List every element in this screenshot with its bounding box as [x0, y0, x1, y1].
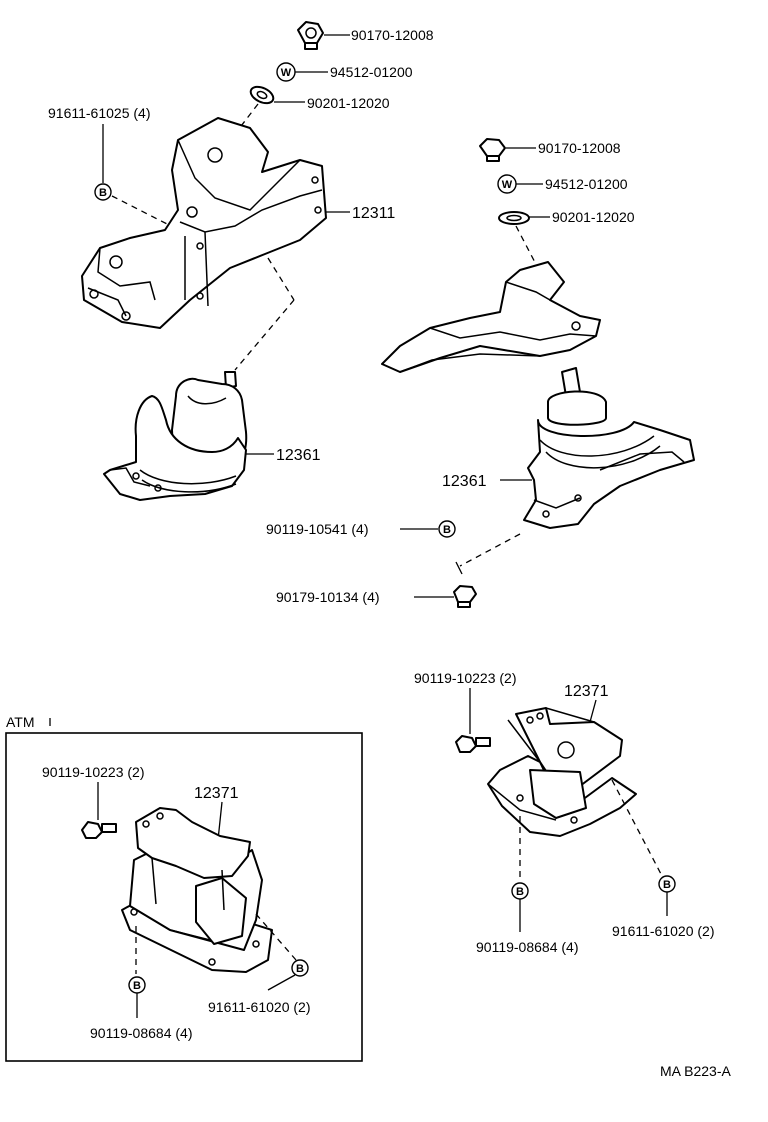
spacer-top-left [249, 85, 275, 105]
label-bolt-insulator: 90119-10541 (4) [266, 521, 368, 537]
rear-bolt-atm [81, 821, 117, 839]
label-rear-lower-bolt-right: 90119-08684 (4) [476, 939, 578, 955]
label-washer-top-right: 94512-01200 [545, 176, 628, 192]
label-washer-top-left: 94512-01200 [330, 64, 413, 80]
rear-mount-atm [121, 807, 273, 973]
nut-insulator [453, 585, 477, 608]
bolt-marker-rear-side-right-icon: B [658, 875, 676, 893]
spacer-top-right [498, 211, 530, 225]
label-nut-insulator: 90179-10134 (4) [276, 589, 380, 605]
nut-top-right [479, 138, 506, 162]
label-bolt-bracket-left: 91611-61025 (4) [48, 105, 150, 121]
nut-top-left [297, 21, 324, 50]
figure-code: MA B223-A [660, 1063, 731, 1079]
bolt-marker-bracket-left-icon: B [94, 183, 112, 201]
rear-mount-right [487, 707, 637, 837]
svg-text:B: B [99, 187, 107, 199]
label-rear-bolt-right: 90119-10223 (2) [414, 670, 516, 686]
label-nut-top-left: 90170-12008 [351, 27, 434, 43]
label-rear-mount-atm: 12371 [194, 785, 239, 802]
svg-text:B: B [443, 524, 451, 536]
label-rear-lower-bolt-atm: 90119-08684 (4) [90, 1025, 192, 1041]
svg-text:W: W [502, 179, 513, 191]
rear-bolt-right [455, 735, 491, 753]
label-rear-side-bolt-right: 91611-61020 (2) [612, 923, 714, 939]
label-insulator-right: 12361 [442, 473, 487, 490]
svg-text:B: B [133, 980, 141, 992]
washer-top-left-icon: W [276, 62, 296, 82]
engine-mount-insulator-left [103, 371, 248, 501]
svg-text:B: B [296, 963, 304, 975]
label-rear-mount-right: 12371 [564, 683, 609, 700]
label-bracket-12311: 12311 [352, 205, 395, 222]
engine-mount-insulator-right [523, 367, 695, 529]
frame-bracket-right [381, 261, 601, 373]
engine-mount-bracket-12311 [81, 117, 327, 329]
bolt-marker-rear-lower-atm-icon: B [128, 976, 146, 994]
bolt-marker-rear-lower-right-icon: B [511, 882, 529, 900]
atm-heading: ATM [6, 714, 35, 730]
label-insulator-left: 12361 [276, 447, 321, 464]
bolt-marker-rear-side-atm-icon: B [291, 959, 309, 977]
bolt-marker-insulator-icon: B [438, 520, 456, 538]
atm-frame [5, 732, 363, 1062]
label-nut-top-right: 90170-12008 [538, 140, 621, 156]
label-rear-bolt-atm: 90119-10223 (2) [42, 764, 144, 780]
label-rear-side-bolt-atm: 91611-61020 (2) [208, 999, 310, 1015]
label-spacer-top-right: 90201-12020 [552, 209, 635, 225]
label-spacer-top-left: 90201-12020 [307, 95, 390, 111]
svg-text:B: B [516, 886, 524, 898]
svg-text:B: B [663, 879, 671, 891]
svg-text:W: W [281, 67, 292, 79]
washer-top-right-icon: W [497, 174, 517, 194]
